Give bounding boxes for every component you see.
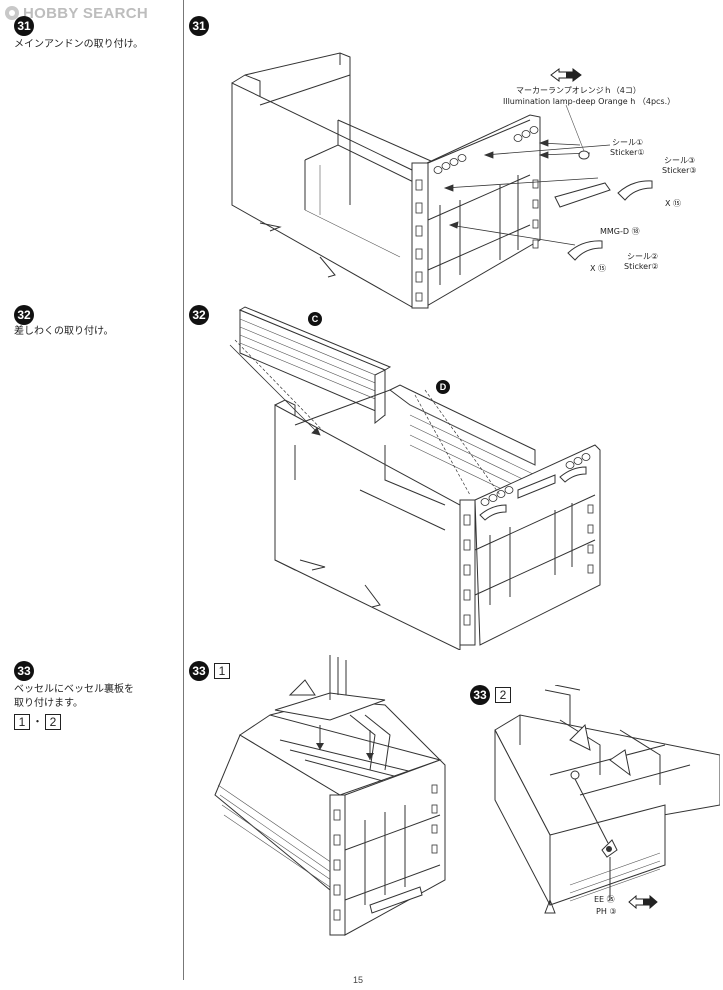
sticker1-label-jp: シール① bbox=[612, 138, 644, 147]
diagram-33-1-badge: 33 bbox=[189, 661, 209, 681]
diagram-33-1-box: 1 bbox=[214, 663, 230, 679]
step-33-badge: 33 bbox=[14, 661, 34, 681]
marker-d: D bbox=[436, 380, 450, 394]
step-33-instruction-line1: ベッセルにベッセル裏板を bbox=[14, 684, 134, 695]
mmgd-label: MMG-D ⑱ bbox=[600, 227, 640, 236]
sticker3-label-en: Sticker③ bbox=[662, 166, 697, 175]
sub-ref-1-box: 1 bbox=[14, 714, 30, 730]
step-31-diagram bbox=[231, 52, 653, 309]
page-number: 15 bbox=[353, 975, 364, 985]
x15-label-b: X ⑮ bbox=[590, 264, 607, 273]
move-direction-arrow-icon-2 bbox=[628, 895, 658, 909]
diagram-31-badge: 31 bbox=[189, 16, 209, 36]
step-33-1-diagram bbox=[214, 655, 446, 936]
watermark-text: HOBBY SEARCH bbox=[23, 4, 149, 22]
step-33-instruction-line2: 取り付けます。 bbox=[14, 698, 83, 709]
marker-c: C bbox=[308, 312, 322, 326]
move-direction-arrow-icon bbox=[550, 68, 582, 82]
sticker1-label-en: Sticker① bbox=[610, 148, 645, 157]
lamp-label-jp: マーカーランプオレンジｈ（4コ） bbox=[516, 86, 641, 95]
step-32-instruction: 差しわくの取り付け。 bbox=[14, 326, 114, 337]
diagram-33-2-badge: 33 bbox=[470, 685, 490, 705]
diagram-33-2-box: 2 bbox=[495, 687, 511, 703]
hobby-search-watermark: HOBBY SEARCH bbox=[4, 4, 148, 22]
sticker2-label-en: Sticker② bbox=[624, 262, 659, 271]
hobby-search-logo-icon bbox=[5, 6, 19, 20]
ph3-label: PH ③ bbox=[596, 907, 617, 916]
step-32-badge: 32 bbox=[14, 305, 34, 325]
diagram-32-badge: 32 bbox=[189, 305, 209, 325]
step-32-diagram bbox=[229, 306, 601, 650]
front-lamps bbox=[433, 126, 539, 174]
lamp-label-en: Illumination lamp-deep Orange h （4pcs.） bbox=[503, 97, 676, 106]
step-33-2-diagram bbox=[494, 685, 720, 914]
sticker2-label-jp: シール② bbox=[627, 252, 659, 261]
sub-ref-separator: ・ bbox=[32, 715, 43, 728]
step-31-instruction: メインアンドンの取り付け。 bbox=[14, 39, 144, 50]
column-divider bbox=[183, 0, 184, 980]
x15-label-a: X ⑮ bbox=[665, 199, 682, 208]
step-33-sub-refs: 1・2 bbox=[14, 714, 61, 730]
ee25-label: EE ㉕ bbox=[594, 895, 615, 904]
step-31-badge: 31 bbox=[14, 16, 34, 36]
sticker3-label-jp: シール③ bbox=[664, 156, 696, 165]
sub-ref-2-box: 2 bbox=[45, 714, 61, 730]
